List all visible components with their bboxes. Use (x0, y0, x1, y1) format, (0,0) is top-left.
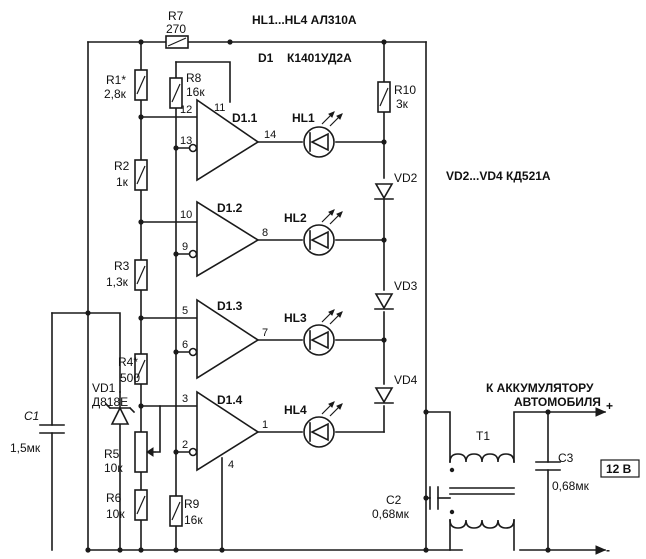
pin-7: 7 (262, 327, 268, 339)
label-voltage: 12 В (606, 462, 632, 476)
capacitor-c2 (429, 486, 451, 510)
label-hl1: HL1 (292, 111, 315, 125)
resistor-r8 (169, 77, 183, 109)
capacitor-c1 (39, 424, 65, 434)
terminal-arrows (595, 407, 607, 555)
resistor-r2 (134, 159, 148, 191)
diode-vd4 (374, 387, 394, 404)
resistor-r1 (134, 69, 148, 101)
pin-10: 10 (180, 209, 192, 221)
label-d1-type: К1401УД2А (287, 51, 352, 65)
led-hl3 (303, 309, 343, 356)
labels: R7 270 HL1...HL4 АЛ310А D1 К1401УД2А R1*… (10, 9, 632, 557)
pin-8: 8 (262, 227, 268, 239)
resistor-r7 (165, 35, 189, 49)
label-hl-type: HL1...HL4 АЛ310А (252, 13, 357, 27)
label-r9: R9 (184, 497, 200, 511)
opamp-d1-1 (188, 98, 260, 182)
pin-numbers: 11 12 13 14 10 9 8 5 6 7 3 2 1 4 (180, 102, 276, 471)
label-hl2: HL2 (284, 211, 307, 225)
led-hl4 (303, 401, 343, 448)
label-r9-value: 16к (184, 513, 203, 527)
label-vd1: VD1 (92, 381, 116, 395)
pin-6: 6 (182, 339, 188, 351)
label-r10: R10 (394, 83, 416, 97)
label-hl3: HL3 (284, 311, 307, 325)
pin-2: 2 (182, 439, 188, 451)
label-r7-value: 270 (166, 22, 186, 36)
pin-13: 13 (180, 135, 192, 147)
resistor-r4 (134, 353, 148, 385)
voltage-badge (600, 459, 640, 478)
label-r7: R7 (168, 9, 184, 23)
diode-vd2 (374, 183, 394, 200)
resistor-r5-trimmer (134, 431, 156, 473)
label-r6: R6 (106, 491, 122, 505)
label-r8-value: 16к (186, 85, 205, 99)
diode-vd3 (374, 293, 394, 310)
label-c3-value: 0,68мк (552, 479, 590, 493)
resistor-r10 (377, 81, 391, 113)
wires (51, 41, 606, 551)
pin-4: 4 (228, 459, 234, 471)
label-r5: R5 (104, 447, 120, 461)
label-r1-value: 2,8к (104, 87, 127, 101)
pin-1: 1 (262, 419, 268, 431)
label-c1-value: 1,5мк (10, 441, 41, 455)
label-battery-line1: К АККУМУЛЯТОРУ (486, 381, 594, 395)
pin-14: 14 (264, 129, 276, 141)
label-r5-value: 10к (104, 461, 123, 475)
label-hl4: HL4 (284, 403, 307, 417)
label-r10-value: 3к (396, 97, 409, 111)
label-c2-value: 0,68мк (372, 507, 410, 521)
label-vd1-value: Д818Е (92, 395, 128, 409)
label-plus: + (606, 399, 613, 413)
resistor-r9 (169, 495, 183, 527)
label-vd-type: VD2...VD4 КД521А (446, 169, 551, 183)
label-r2: R2 (114, 159, 130, 173)
transformer-t1 (449, 453, 515, 529)
label-c2: C2 (386, 493, 402, 507)
label-r3-value: 1,3к (106, 275, 129, 289)
opamp-d1-4 (188, 390, 260, 472)
label-d1-2: D1.2 (217, 201, 243, 215)
capacitor-c3 (535, 461, 561, 471)
label-d1-3: D1.3 (217, 299, 243, 313)
opamp-d1-3 (188, 298, 260, 380)
junction-dots (85, 39, 551, 553)
label-minus: - (606, 543, 610, 557)
pin-12: 12 (180, 104, 192, 116)
label-d1-1: D1.1 (232, 111, 258, 125)
label-r2-value: 1к (116, 175, 129, 189)
label-r1: R1* (106, 73, 126, 87)
label-r4: R4* (118, 355, 138, 369)
resistor-r6 (134, 489, 148, 521)
label-r3: R3 (114, 259, 130, 273)
pin-5: 5 (182, 305, 188, 317)
label-r4-value: 500 (120, 371, 140, 385)
label-c3: C3 (558, 451, 574, 465)
zener-diode-vd1 (104, 391, 136, 425)
resistor-r3 (134, 259, 148, 291)
label-t1: T1 (476, 429, 490, 443)
label-vd4: VD4 (394, 373, 418, 387)
label-r6-value: 10к (106, 507, 125, 521)
label-r8: R8 (186, 71, 202, 85)
pin-11: 11 (214, 102, 225, 114)
pin-9: 9 (182, 241, 188, 253)
label-c1: C1 (24, 409, 39, 423)
label-vd3: VD3 (394, 279, 418, 293)
label-vd2: VD2 (394, 171, 418, 185)
led-hl1 (303, 111, 343, 158)
led-hl2 (303, 209, 343, 256)
pin-3: 3 (182, 393, 188, 405)
label-battery-line2: АВТОМОБИЛЯ (514, 395, 601, 409)
label-d1: D1 (258, 51, 274, 65)
opamp-d1-2 (188, 200, 260, 278)
label-d1-4: D1.4 (217, 393, 243, 407)
